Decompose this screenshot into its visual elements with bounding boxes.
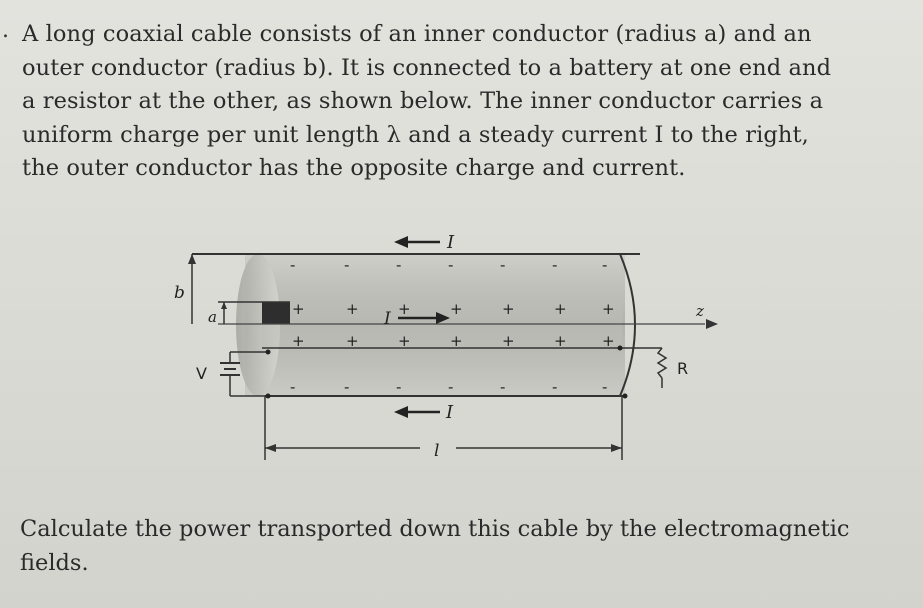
- cylinder-right-end: [619, 253, 636, 397]
- negative-charge-sign: -: [290, 256, 295, 274]
- negative-charge-sign: -: [500, 256, 505, 274]
- inner-conductor-stub: [262, 302, 290, 324]
- negative-charge-sign: -: [602, 256, 607, 274]
- positive-charge-sign: +: [346, 300, 359, 318]
- question-line: Calculate the power transported down thi…: [20, 516, 850, 542]
- problem-line: outer conductor (radius b). It is connec…: [22, 54, 832, 81]
- negative-charge-sign: -: [448, 256, 453, 274]
- radius-a-label: a: [208, 308, 217, 326]
- z-axis-arrowhead: [706, 319, 718, 329]
- length-arrowhead-right: [611, 444, 622, 452]
- inner-current-label: I: [383, 309, 391, 329]
- positive-charge-sign: +: [346, 332, 359, 350]
- positive-charge-sign: +: [602, 332, 615, 350]
- terminal-dot: [265, 393, 271, 399]
- negative-charge-sign: -: [448, 378, 453, 396]
- inner-current-arrowhead: [436, 312, 450, 324]
- negative-charge-sign: -: [396, 378, 401, 396]
- positive-charge-sign: +: [450, 300, 463, 318]
- top-current-label: I: [446, 232, 455, 253]
- resistor-label: R: [677, 359, 688, 378]
- negative-charge-sign: -: [344, 378, 349, 396]
- problem-line: A long coaxial cable consists of an inne…: [22, 21, 812, 47]
- positive-charge-sign: +: [398, 332, 411, 350]
- coaxial-cable-diagram: b a I I I + + + + + + +: [174, 232, 718, 461]
- bottom-current-arrowhead: [394, 406, 408, 418]
- positive-charge-sign: +: [292, 332, 305, 350]
- cylinder-left-end: [236, 254, 280, 396]
- bottom-current-label: I: [445, 402, 454, 423]
- negative-charge-sign: -: [552, 378, 557, 396]
- negative-charge-sign: -: [602, 378, 607, 396]
- negative-charge-sign: -: [552, 256, 557, 274]
- problem-line: a resistor at the other, as shown below.…: [22, 88, 824, 114]
- radius-b-arrowhead: [188, 254, 196, 264]
- radius-b-label: b: [174, 283, 185, 303]
- problem-statement: A long coaxial cable consists of an inne…: [22, 18, 892, 186]
- negative-charge-sign: -: [500, 378, 505, 396]
- positive-charge-sign: +: [502, 332, 515, 350]
- coaxial-cable-figure: b a I I I + + + + + + +: [150, 220, 750, 470]
- negative-charge-sign: -: [396, 256, 401, 274]
- question-line: fields.: [20, 550, 89, 576]
- resistor-zigzag: [656, 347, 668, 379]
- positive-charge-sign: +: [450, 332, 463, 350]
- terminal-dot: [622, 393, 628, 399]
- positive-charge-sign: +: [554, 300, 567, 318]
- question-statement: Calculate the power transported down thi…: [20, 512, 890, 580]
- radius-a-arrowhead: [221, 302, 227, 309]
- problem-line: the outer conductor has the opposite cha…: [22, 155, 686, 181]
- problem-line: uniform charge per unit length λ and a s…: [22, 121, 809, 148]
- positive-charge-sign: +: [602, 300, 615, 318]
- z-axis-label: z: [695, 302, 704, 320]
- positive-charge-sign: +: [292, 300, 305, 318]
- top-current-arrowhead: [394, 236, 408, 248]
- positive-charge-sign: +: [398, 300, 411, 318]
- negative-charge-sign: -: [344, 256, 349, 274]
- terminal-dot: [617, 345, 623, 351]
- inner-conductor: [262, 302, 622, 348]
- negative-charge-sign: -: [290, 378, 295, 396]
- battery-label: V: [196, 364, 207, 383]
- length-label: l: [434, 441, 439, 461]
- length-arrowhead-left: [265, 444, 276, 452]
- terminal-dot: [265, 349, 271, 355]
- problem-bullet: .: [2, 18, 9, 43]
- positive-charge-sign: +: [554, 332, 567, 350]
- positive-charge-sign: +: [502, 300, 515, 318]
